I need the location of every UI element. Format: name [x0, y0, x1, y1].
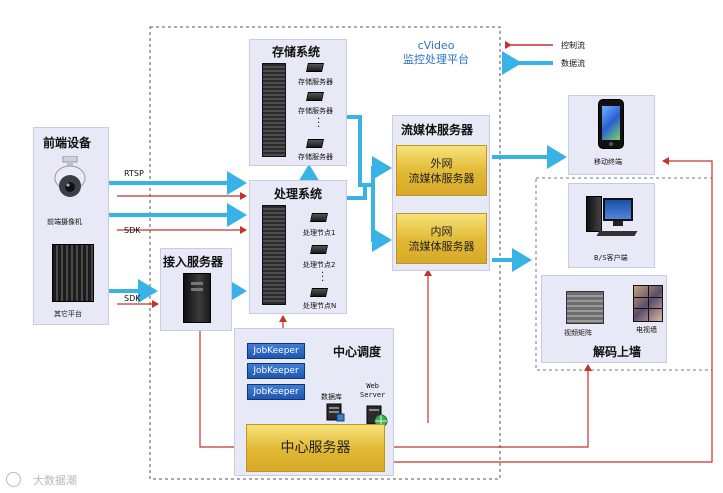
bs-client-panel — [568, 183, 655, 268]
processing-dots: ··· — [321, 268, 325, 287]
link-sdk-label-2: SDK — [124, 294, 141, 303]
storage-dots: ··· — [317, 114, 321, 133]
monitor-icon — [603, 198, 633, 221]
other-platform-label: 其它平台 — [54, 310, 82, 318]
legend-control-label: 控制流 — [561, 41, 585, 50]
access-server-icon — [183, 273, 211, 323]
internal-streaming-label: 内网 流媒体服务器 — [408, 224, 475, 253]
access-title: 接入服务器 — [163, 255, 224, 269]
mobile-label: 移动终端 — [594, 158, 622, 166]
bs-client-label: B/S客户端 — [594, 254, 628, 262]
frontend-title: 前端设备 — [43, 136, 92, 150]
jobkeeper-3: JobKeeper — [247, 384, 305, 400]
external-streaming-label: 外网 流媒体服务器 — [408, 156, 475, 185]
storage-server-icon-2 — [306, 92, 324, 101]
processing-rack-icon — [262, 205, 286, 305]
decode-title: 解码上墙 — [593, 345, 642, 359]
keyboard-icon — [596, 231, 638, 236]
video-matrix-label: 视频矩阵 — [564, 329, 592, 337]
database-label: 数据库 — [321, 393, 342, 401]
streaming-title: 流媒体服务器 — [401, 123, 474, 137]
pc-tower-icon — [586, 196, 602, 232]
processing-item-label-2: 处理节点2 — [303, 261, 336, 269]
watermark-logo-icon — [6, 472, 21, 487]
link-rtsp-label: RTSP — [124, 169, 144, 178]
video-matrix-icon — [566, 291, 604, 324]
monitor-stand-icon — [613, 221, 623, 226]
link-sdk-label-1: SDK — [124, 226, 141, 235]
external-streaming-server: 外网 流媒体服务器 — [396, 145, 487, 196]
storage-item-label-3: 存储服务器 — [298, 153, 333, 161]
processing-title: 处理系统 — [274, 187, 323, 201]
camera-icon — [54, 156, 86, 197]
processing-node-icon-2 — [310, 245, 328, 254]
watermark-text: 大数据潮 — [33, 474, 77, 487]
storage-title: 存储系统 — [272, 45, 321, 59]
legend-data-label: 数据流 — [561, 59, 585, 68]
platform-title-line1: cVideo — [417, 39, 455, 52]
processing-item-label-3: 处理节点N — [303, 302, 337, 310]
tv-wall-label: 电视墙 — [636, 326, 657, 334]
jobkeeper-2: JobKeeper — [247, 363, 305, 379]
jobkeeper-1: JobKeeper — [247, 343, 305, 359]
processing-item-label-1: 处理节点1 — [303, 229, 336, 237]
database-icon — [326, 403, 345, 422]
storage-server-icon-3 — [306, 139, 324, 148]
web-server-icon — [366, 405, 388, 428]
dispatch-title: 中心调度 — [333, 345, 382, 359]
storage-server-icon-1 — [306, 63, 324, 72]
central-server: 中心服务器 — [246, 424, 385, 472]
storage-item-label-1: 存储服务器 — [298, 78, 333, 86]
platform-frame — [149, 26, 501, 480]
camera-label: 前端摄像机 — [47, 218, 82, 226]
storage-rack-icon — [262, 63, 286, 157]
tv-wall-icon — [633, 285, 663, 322]
internal-streaming-server: 内网 流媒体服务器 — [396, 213, 487, 264]
web-server-label: Web Server — [360, 382, 386, 399]
phone-icon — [598, 99, 624, 149]
processing-node-icon-3 — [310, 288, 328, 297]
central-server-label: 中心服务器 — [280, 439, 351, 456]
processing-node-icon-1 — [310, 213, 328, 222]
storage-item-label-2: 存储服务器 — [298, 107, 333, 115]
platform-title-line2: 监控处理平台 — [403, 53, 469, 66]
other-platform-icon — [52, 244, 94, 302]
